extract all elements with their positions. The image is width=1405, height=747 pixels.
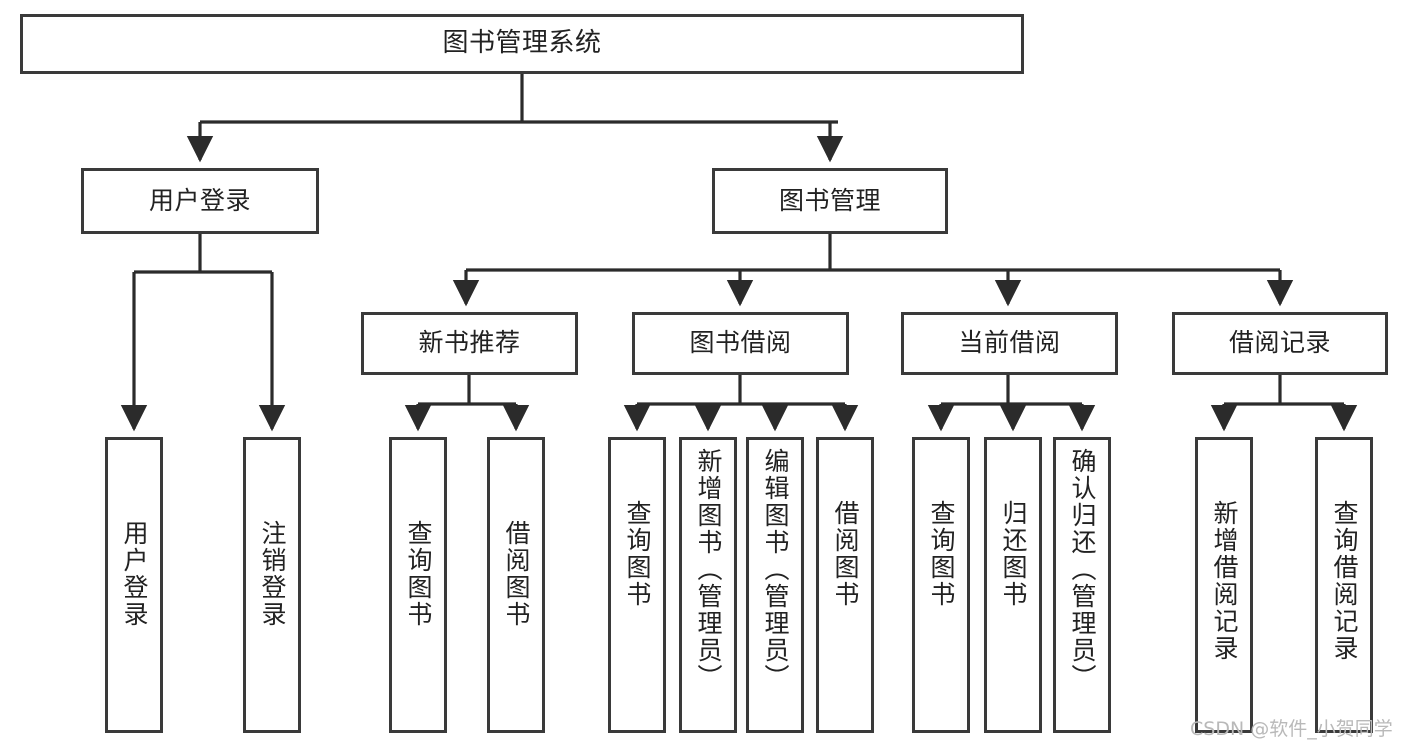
node-leaf-bb-query-book[interactable]: 查询图书	[608, 437, 666, 733]
node-borrow-record-label: 借阅记录	[1228, 328, 1331, 358]
node-leaf-bb-borrow-book[interactable]: 借阅图书	[816, 437, 874, 733]
node-current-borrow-label: 当前借阅	[958, 328, 1061, 358]
edge-group-root	[186, 74, 844, 163]
node-book-manage-label: 图书管理	[778, 185, 881, 215]
node-leaf-bb-edit-book[interactable]: 编辑图书（管理员）	[746, 437, 804, 733]
node-leaf-br-query-record-label: 查询借阅记录	[1330, 500, 1359, 662]
node-leaf-user-logout[interactable]: 注销登录	[243, 437, 301, 733]
node-leaf-br-query-record[interactable]: 查询借阅记录	[1315, 437, 1373, 733]
node-leaf-cb-return-book[interactable]: 归还图书	[984, 437, 1042, 733]
node-leaf-bb-borrow-book-label: 借阅图书	[831, 500, 860, 608]
node-leaf-rec-query-book-label: 查询图书	[404, 520, 433, 628]
node-leaf-bb-edit-book-label: 编辑图书（管理员）	[761, 448, 790, 691]
node-borrow-record[interactable]: 借阅记录	[1172, 312, 1388, 375]
node-new-book-rec[interactable]: 新书推荐	[361, 312, 578, 375]
node-leaf-br-add-record-label: 新增借阅记录	[1210, 500, 1239, 662]
node-book-manage[interactable]: 图书管理	[712, 168, 948, 234]
node-leaf-cb-confirm-return[interactable]: 确认归还（管理员）	[1053, 437, 1111, 733]
node-leaf-rec-borrow-book[interactable]: 借阅图书	[487, 437, 545, 733]
node-leaf-rec-borrow-book-label: 借阅图书	[502, 520, 531, 628]
node-leaf-bb-query-book-label: 查询图书	[623, 500, 652, 608]
watermark-text: CSDN @软件_小贺同学	[1190, 718, 1393, 740]
edge-group-book-manage	[452, 234, 1294, 307]
node-user-login[interactable]: 用户登录	[81, 168, 319, 234]
node-root[interactable]: 图书管理系统	[20, 14, 1024, 74]
node-leaf-user-login[interactable]: 用户登录	[105, 437, 163, 733]
edge-group-user-login	[120, 234, 286, 432]
node-leaf-cb-confirm-return-label: 确认归还（管理员）	[1068, 448, 1097, 691]
node-leaf-bb-add-book[interactable]: 新增图书（管理员）	[679, 437, 737, 733]
edge-group-book-borrow	[623, 375, 859, 432]
edge-group-current-borrow	[927, 375, 1096, 432]
node-leaf-rec-query-book[interactable]: 查询图书	[389, 437, 447, 733]
node-book-borrow[interactable]: 图书借阅	[632, 312, 849, 375]
node-leaf-cb-query-book-label: 查询图书	[927, 500, 956, 608]
node-book-borrow-label: 图书借阅	[689, 328, 792, 358]
node-new-book-rec-label: 新书推荐	[418, 328, 521, 358]
node-leaf-br-add-record[interactable]: 新增借阅记录	[1195, 437, 1253, 733]
node-leaf-user-login-label: 用户登录	[120, 520, 149, 628]
node-leaf-cb-query-book[interactable]: 查询图书	[912, 437, 970, 733]
node-leaf-cb-return-book-label: 归还图书	[999, 500, 1028, 608]
node-leaf-bb-add-book-label: 新增图书（管理员）	[694, 448, 723, 691]
node-root-label: 图书管理系统	[442, 28, 602, 59]
node-current-borrow[interactable]: 当前借阅	[901, 312, 1118, 375]
node-user-login-label: 用户登录	[148, 185, 251, 215]
edge-group-new-book-rec	[404, 375, 530, 432]
node-leaf-user-logout-label: 注销登录	[258, 520, 287, 628]
edge-group-borrow-record	[1210, 375, 1358, 432]
